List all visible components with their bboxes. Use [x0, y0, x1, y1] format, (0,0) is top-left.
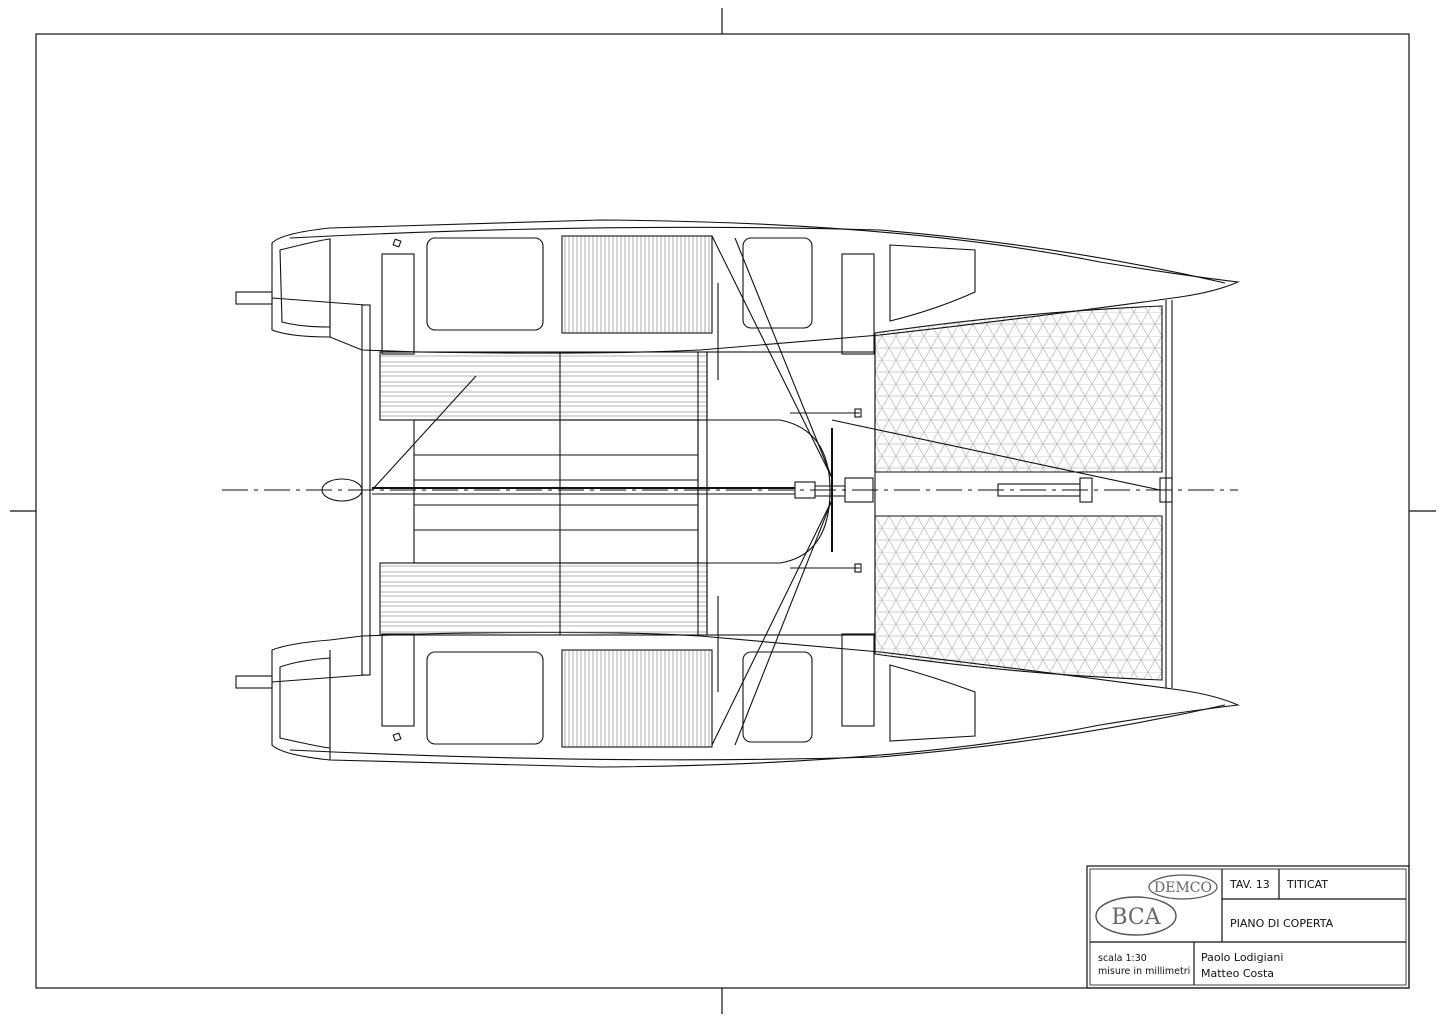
deck-planks-starboard	[379, 562, 708, 636]
rudder-arm-starboard	[271, 674, 366, 683]
hull-port-sheer	[289, 226, 1226, 284]
shroud-port-2	[734, 237, 833, 479]
hull-port-inner	[279, 238, 331, 328]
author-2: Matteo Costa	[1201, 967, 1274, 980]
cleat-starboard	[392, 732, 402, 742]
deck-planks-port	[379, 351, 708, 421]
units-label: misure in millimetri	[1098, 966, 1190, 977]
scale-label: scala 1:30	[1098, 953, 1147, 964]
trampoline-net-top	[874, 305, 1163, 473]
title-block-inner	[1089, 868, 1407, 986]
aft-beam-port	[381, 253, 415, 355]
rudder-port	[235, 291, 273, 305]
sheet-number: TAV. 13	[1229, 878, 1270, 891]
forestay	[831, 419, 1161, 491]
jib-car-port	[854, 408, 862, 418]
logo-oval-bca	[1095, 896, 1177, 936]
logo-text-demco: DEMCO	[1154, 880, 1212, 896]
cockpit-seat-port	[561, 235, 713, 334]
logo-oval-demco	[1148, 874, 1218, 900]
hatch-port-1	[426, 237, 544, 331]
project-name: TITICAT	[1286, 878, 1328, 891]
trampoline-net-bottom	[874, 515, 1163, 681]
rudder-starboard	[235, 675, 273, 689]
hatch-starboard-1	[426, 651, 544, 745]
hatch-starboard-3	[889, 664, 976, 742]
tiller-extension	[371, 375, 477, 491]
central-deck	[413, 419, 699, 564]
bca-demco-logo	[1095, 874, 1218, 936]
logo-text-bca: BCA	[1111, 905, 1161, 930]
title-block	[1086, 865, 1410, 989]
shroud-starboard	[711, 499, 833, 746]
title-block-text: DEMCO BCA TAV. 13 TITICAT PIANO DI COPER…	[1098, 878, 1334, 980]
sheet-frame	[10, 8, 1436, 1014]
drawing-title: PIANO DI COPERTA	[1230, 917, 1334, 930]
title-block-frame	[1086, 865, 1410, 989]
fwd-beam-port	[841, 253, 875, 355]
deck-plan	[235, 219, 1241, 768]
aft-beam-starboard	[381, 633, 415, 727]
shroud-starboard-2	[734, 499, 833, 746]
shroud-port	[711, 235, 833, 479]
hatch-port-2	[742, 237, 813, 329]
rudder-arm-port	[271, 297, 366, 306]
jib-car-starboard	[854, 563, 862, 573]
drawing-border	[35, 33, 1410, 989]
hull-starboard-inner	[279, 657, 331, 749]
cockpit-seat-starboard	[561, 649, 713, 748]
cleat-port	[392, 238, 402, 248]
hatch-port-3	[889, 244, 976, 322]
hatch-starboard-2	[742, 651, 813, 743]
hull-starboard-sheer	[289, 704, 1226, 761]
gooseneck	[815, 485, 845, 497]
fwd-beam-starboard	[841, 633, 875, 727]
author-1: Paolo Lodigiani	[1201, 951, 1283, 964]
